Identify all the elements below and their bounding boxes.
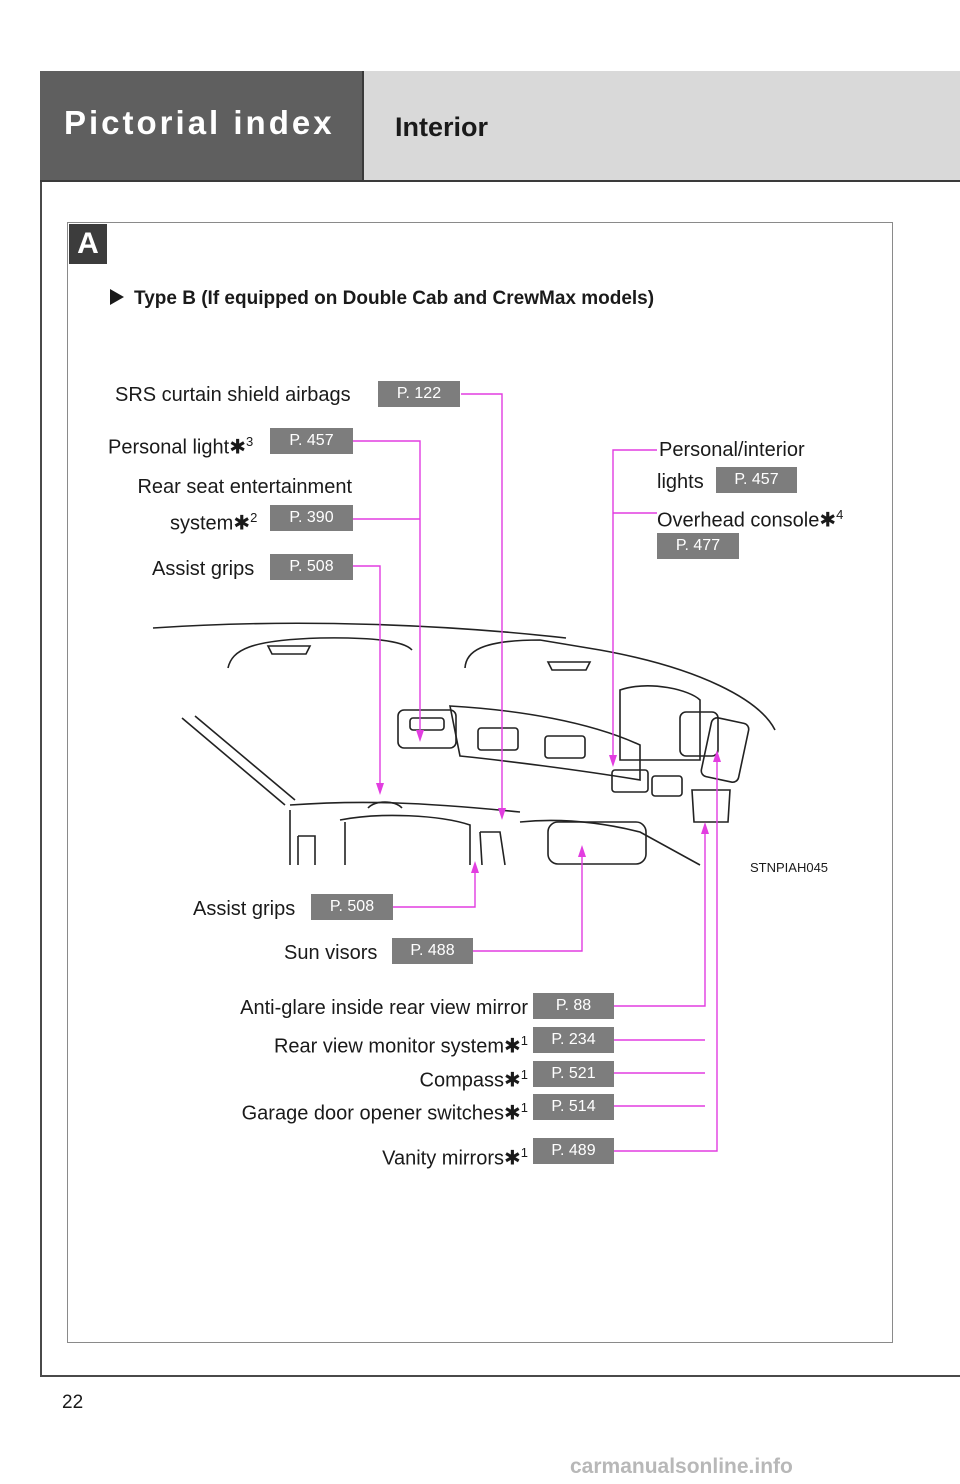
rear-view-monitor-ref[interactable]: P. 234 xyxy=(533,1027,614,1053)
compass-ref[interactable]: P. 521 xyxy=(533,1061,614,1087)
image-code: STNPIAH045 xyxy=(750,860,829,875)
leader-arrowheads xyxy=(376,730,721,873)
header-subsection-block xyxy=(362,71,960,182)
sun-visors-ref[interactable]: P. 488 xyxy=(392,938,473,964)
anti-glare-ref[interactable]: P. 88 xyxy=(533,993,614,1019)
anti-glare-label: Anti-glare inside rear view mirror xyxy=(240,997,528,1019)
assist-grips-top-label: Assist grips xyxy=(152,558,255,580)
sun-visors-label: Sun visors xyxy=(284,942,378,964)
watermark: carmanualsonline.info xyxy=(570,1455,793,1478)
subsection-title: Interior xyxy=(395,112,489,142)
compass-label: Compass✱1 xyxy=(419,1067,528,1092)
garage-door-label: Garage door opener switches✱1 xyxy=(241,1100,528,1125)
personal-interior-label-line2: lights xyxy=(657,471,704,493)
personal-light-ref[interactable]: P. 457 xyxy=(270,428,353,454)
leader-lines xyxy=(353,393,718,1152)
garage-door-ref[interactable]: P. 514 xyxy=(533,1094,614,1120)
triangle-bullet-icon xyxy=(110,289,124,305)
vanity-mirrors-ref[interactable]: P. 489 xyxy=(533,1138,614,1164)
type-heading: Type B (If equipped on Double Cab and Cr… xyxy=(110,288,654,310)
type-heading-text: Type B (If equipped on Double Cab and Cr… xyxy=(134,288,655,309)
section-title: Pictorial index xyxy=(64,104,335,141)
cabin-drawing xyxy=(152,622,776,866)
personal-light-label: Personal light✱3 xyxy=(108,434,254,459)
content-box xyxy=(67,222,893,1343)
assist-grips-bottom-label: Assist grips xyxy=(193,898,296,920)
personal-interior-label-line1: Personal/interior xyxy=(659,439,805,461)
page-number: 22 xyxy=(62,1392,84,1413)
header-section-block xyxy=(40,71,362,182)
srs-label: SRS curtain shield airbags xyxy=(115,384,351,406)
rear-seat-label-line1: Rear seat entertainment xyxy=(137,476,352,498)
rear-seat-ref[interactable]: P. 390 xyxy=(270,505,353,531)
vanity-mirrors-label: Vanity mirrors✱1 xyxy=(382,1145,528,1170)
assist-grips-top-ref[interactable]: P. 508 xyxy=(270,554,353,580)
overhead-console-label: Overhead console✱4 xyxy=(657,507,844,532)
personal-interior-ref[interactable]: P. 457 xyxy=(716,467,797,493)
rear-seat-label-line2: system✱2 xyxy=(170,510,258,535)
header-divider xyxy=(40,180,960,182)
section-badge: A xyxy=(69,224,107,264)
rear-view-monitor-label: Rear view monitor system✱1 xyxy=(273,1033,528,1058)
overhead-console-ref[interactable]: P. 477 xyxy=(657,533,739,559)
assist-grips-bottom-ref[interactable]: P. 508 xyxy=(311,894,393,920)
srs-ref[interactable]: P. 122 xyxy=(378,381,460,407)
